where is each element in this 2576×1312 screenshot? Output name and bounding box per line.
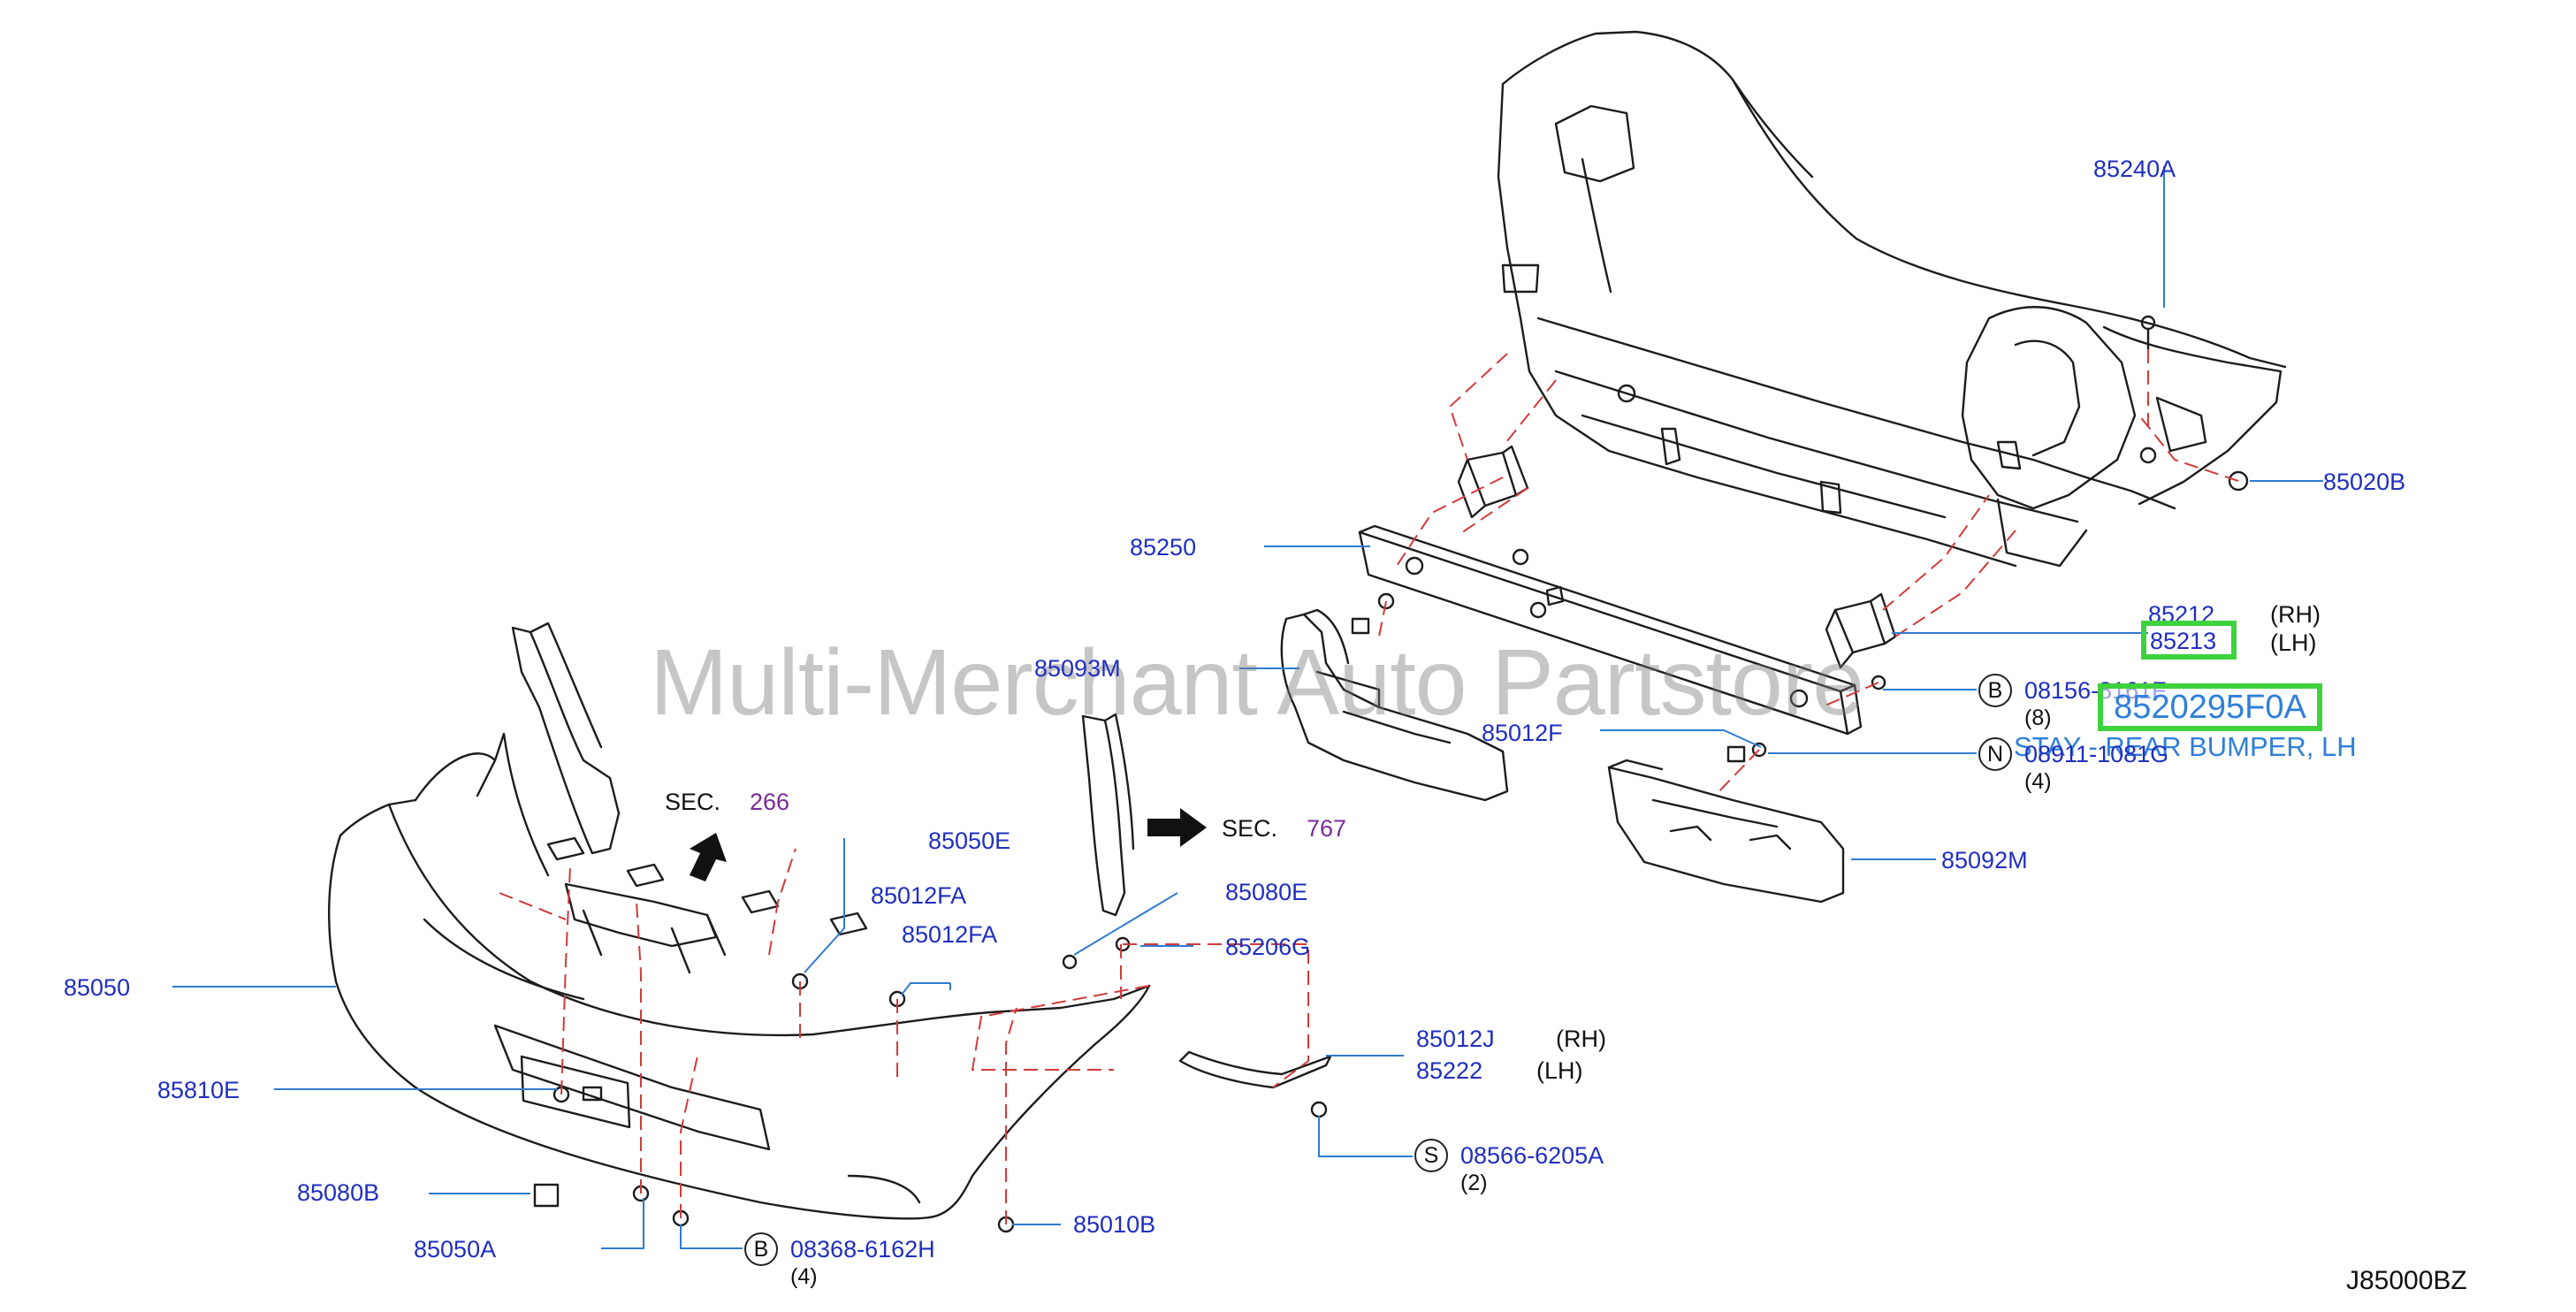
part-label-85012FA-lower[interactable]: 85012FA <box>902 921 998 948</box>
part-label-85050E[interactable]: 85050E <box>928 828 1011 854</box>
watermark-text: Multi-Merchant Auto Partstore <box>650 630 1864 735</box>
part-label-85240A[interactable]: 85240A <box>2093 156 2176 182</box>
section-link-767[interactable]: 767 <box>1307 815 1347 842</box>
marker-b-circle: B <box>1978 674 2012 707</box>
license-plate-area <box>520 1055 631 1129</box>
part-label-08911-1081G[interactable]: 08911-1081G <box>2024 741 2169 767</box>
rear-reinforcement-bar <box>1358 524 1863 736</box>
part-label-85012F[interactable]: 85012F <box>1482 720 1563 746</box>
part-label-85080B[interactable]: 85080B <box>297 1179 380 1206</box>
part-label-85012J[interactable]: 85012J <box>1416 1026 1495 1052</box>
part-label-85206G[interactable]: 85206G <box>1225 934 1311 960</box>
part-label-85810E[interactable]: 85810E <box>157 1077 240 1103</box>
section-arrows <box>690 808 1207 881</box>
quantity-label-4b: (4) <box>790 1264 818 1289</box>
energy-absorber-85093M <box>1280 608 1509 802</box>
part-label-85020B[interactable]: 85020B <box>2323 469 2406 495</box>
part-label-08368-6162H[interactable]: 08368-6162H <box>790 1236 935 1262</box>
marker-n-circle: N <box>1978 737 2012 771</box>
quantity-label-4a: (4) <box>2024 769 2052 794</box>
part-label-85080E[interactable]: 85080E <box>1225 879 1308 905</box>
section-link-266[interactable]: 266 <box>750 789 790 815</box>
part-label-85222[interactable]: 85222 <box>1416 1057 1483 1084</box>
side-label-lh: (LH) <box>2270 629 2317 656</box>
section-prefix-767: SEC. <box>1222 815 1278 842</box>
highlighted-part-description: STAY - REAR BUMPER, LH <box>2014 731 2357 762</box>
side-label-lh-lower: (LH) <box>1536 1057 1583 1084</box>
quantity-label-2: (2) <box>1460 1171 1488 1195</box>
part-label-85012FA-upper[interactable]: 85012FA <box>871 882 967 909</box>
bumper-bracket-center <box>564 882 727 974</box>
part-label-85093M[interactable]: 85093M <box>1034 655 1121 682</box>
section-prefix-266: SEC. <box>665 789 721 815</box>
part-label-08566-6205A[interactable]: 08566-6205A <box>1460 1142 1604 1169</box>
marker-s-circle: S <box>1414 1139 1448 1172</box>
bumper-stay-lh <box>1825 592 1897 669</box>
highlighted-part-number[interactable]: 8520295F0A <box>2098 683 2322 731</box>
part-label-85050[interactable]: 85050 <box>64 974 131 1001</box>
part-label-85010B[interactable]: 85010B <box>1073 1211 1156 1238</box>
side-bracket-right <box>1081 713 1135 917</box>
side-label-rh: (RH) <box>2270 601 2321 628</box>
energy-absorber-85092M <box>1607 759 1845 904</box>
part-highlight-box <box>2141 621 2237 660</box>
part-label-85050A[interactable]: 85050A <box>414 1236 497 1262</box>
part-label-85250[interactable]: 85250 <box>1130 534 1197 561</box>
rear-bumper-fascia <box>328 732 1151 1220</box>
marker-b-circle-lower: B <box>744 1232 778 1266</box>
diagram-code: J85000BZ <box>2346 1266 2467 1295</box>
part-label-85213[interactable]: 85213 <box>2150 628 2217 654</box>
side-label-rh-lower: (RH) <box>1556 1026 1606 1052</box>
part-label-85092M[interactable]: 85092M <box>1941 847 2028 873</box>
rear-body-panel <box>1497 30 2287 568</box>
quantity-label-8: (8) <box>2024 706 2052 730</box>
side-bracket-left <box>511 622 621 855</box>
